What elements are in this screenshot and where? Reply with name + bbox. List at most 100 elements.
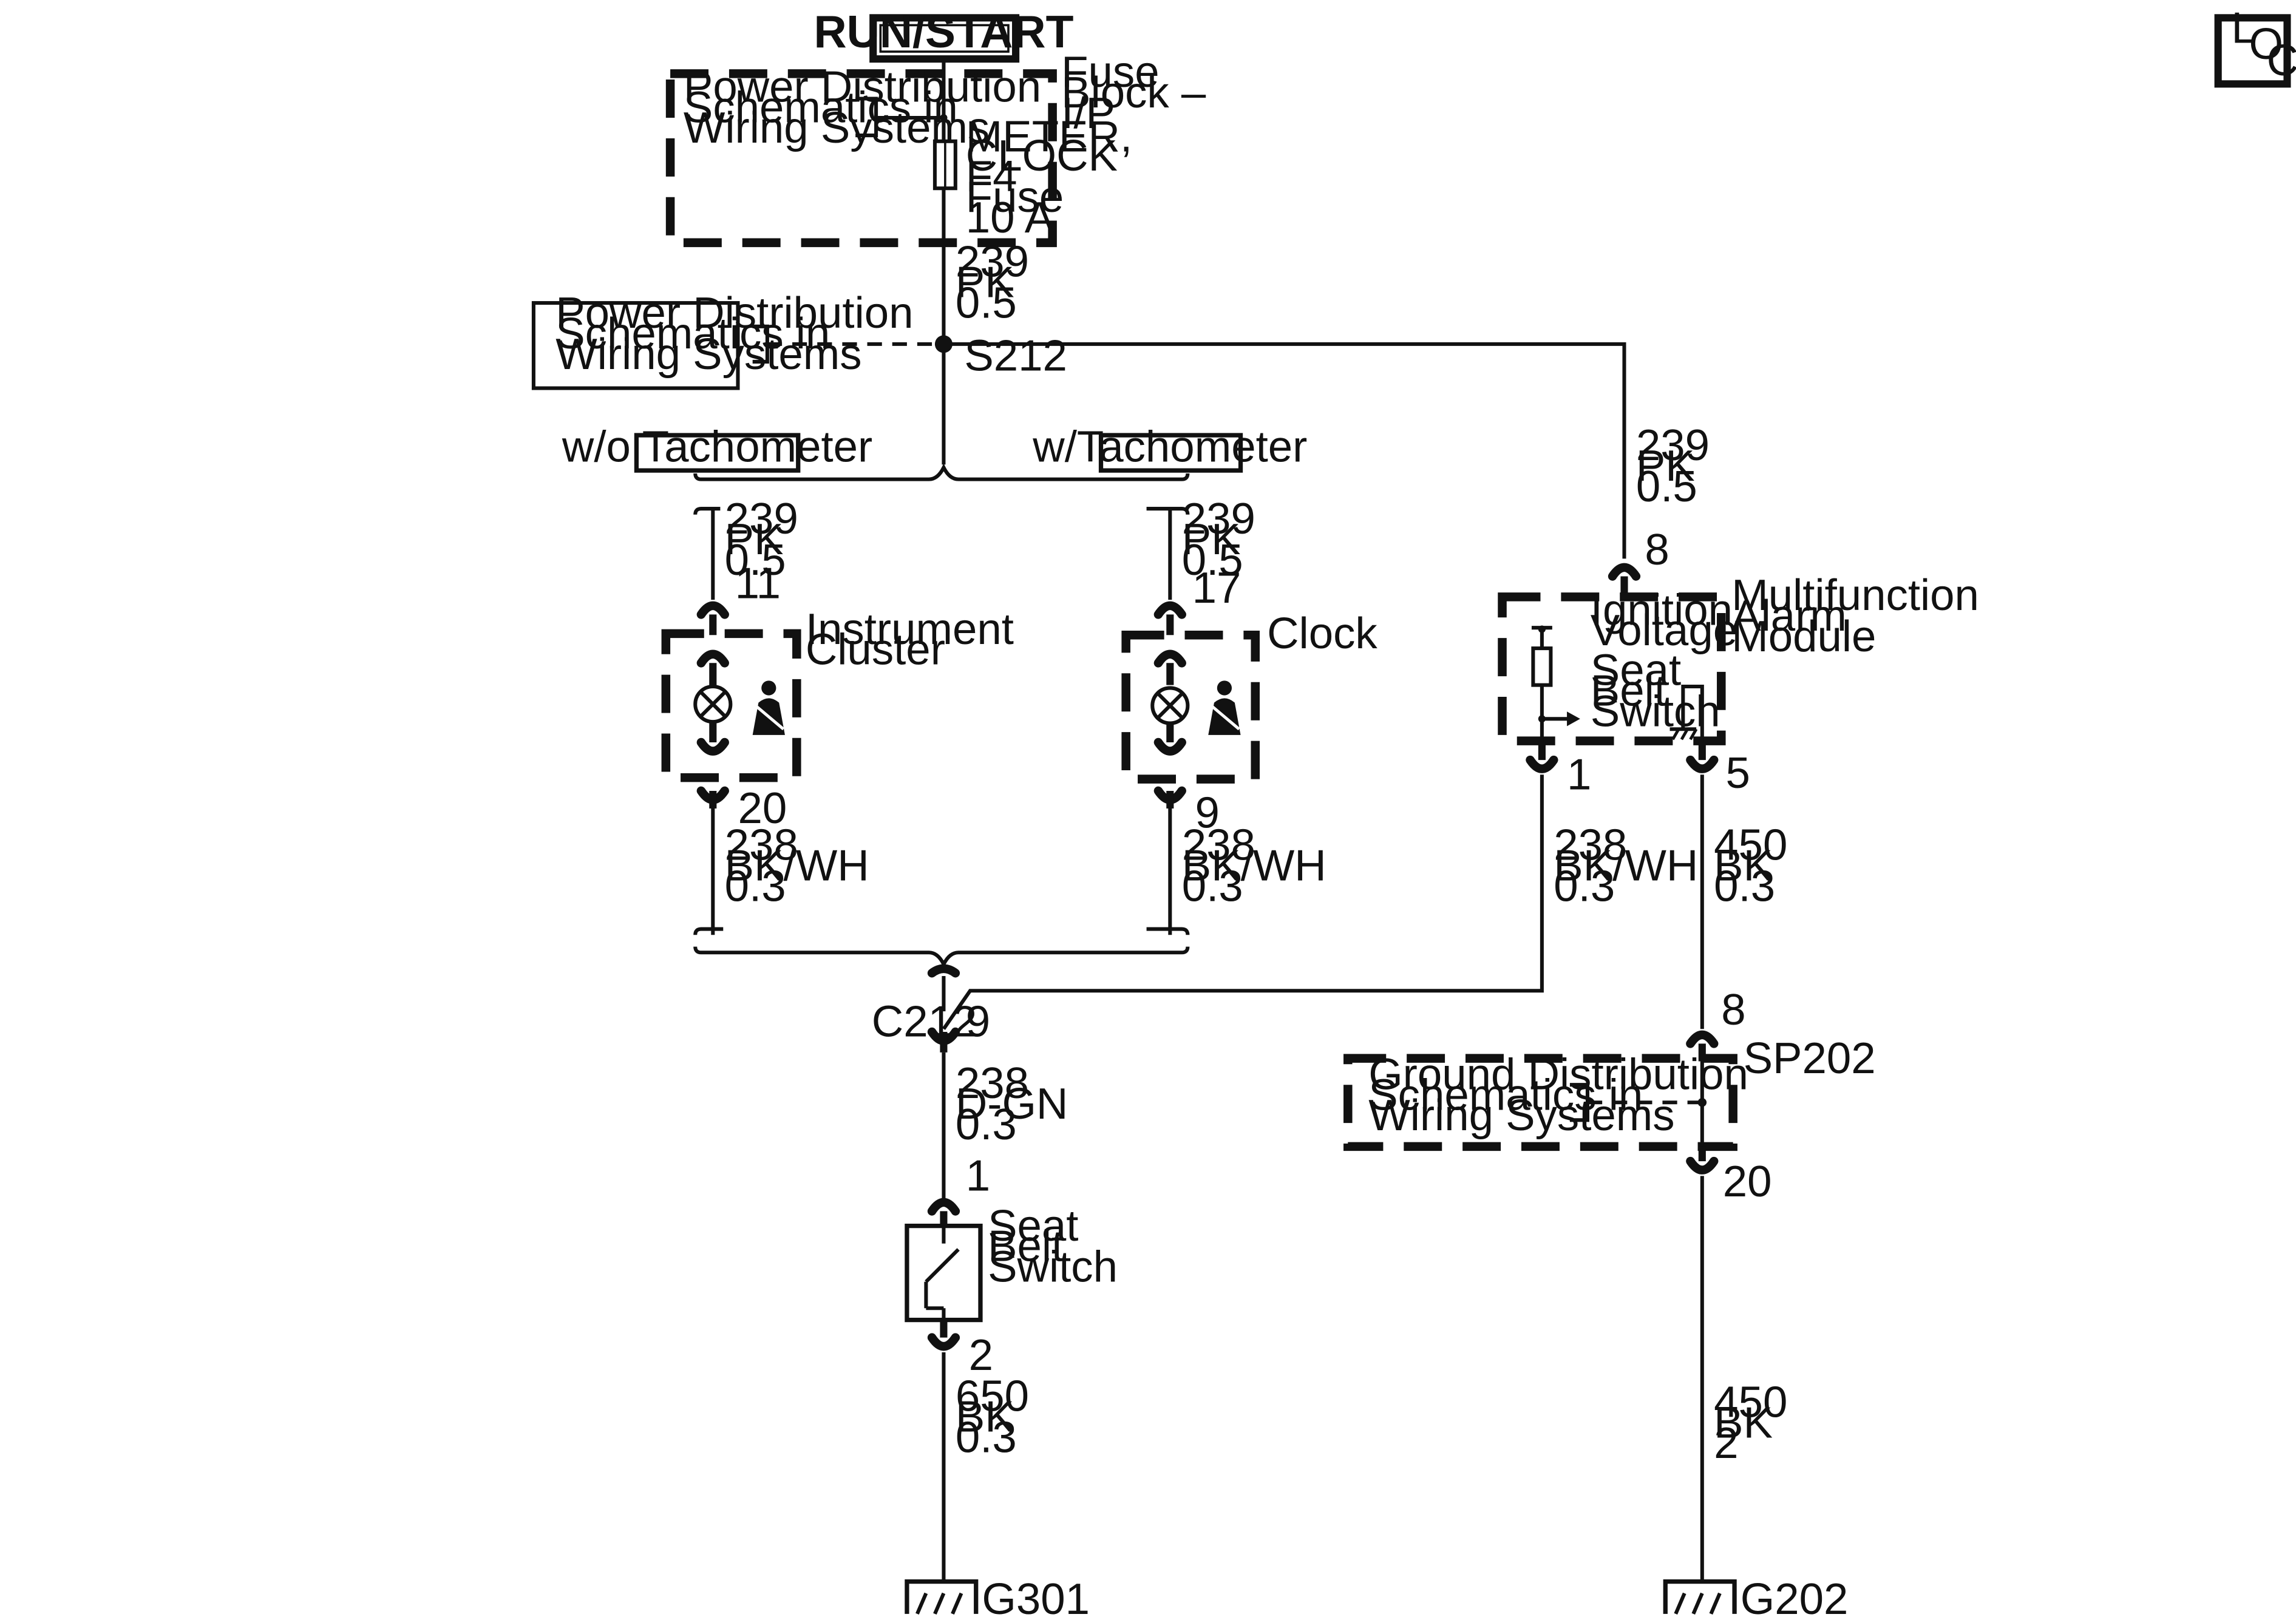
am-name-line-3: Module — [1731, 612, 1876, 661]
ic-boundary — [661, 629, 801, 782]
sp202-ref-line-1: Ground Distribution — [1368, 1049, 1748, 1099]
am-ignition-line-1: Ignition — [1591, 585, 1733, 634]
s212-ref-line-1: Power Distribution — [555, 288, 913, 337]
ground-g202-icon — [1663, 1579, 1737, 1615]
option-wo-tach-box — [634, 433, 801, 473]
am-wire-in-num: 239 — [1636, 421, 1710, 470]
s212-splice-dot — [934, 335, 953, 353]
fuse-block-name-line-2: Block – — [1061, 68, 1206, 117]
sp202-pin-bottom: 20 — [1723, 1157, 1772, 1206]
clock-pin-out: 9 — [1195, 788, 1219, 837]
sp202-ref-line-2: Schematics in — [1368, 1070, 1643, 1119]
option-w-tach-label: w/Tachometer — [1032, 422, 1307, 472]
am-name-line-2: Alarm — [1731, 591, 1847, 640]
ground-g301-icon — [905, 1579, 979, 1615]
run-start-label: RUN/START — [813, 6, 1074, 63]
sp202-wire-num: 450 — [1714, 1377, 1787, 1426]
am-wire-in-size: 0.5 — [1636, 462, 1697, 511]
clock-name: Clock — [1267, 609, 1377, 658]
alarm-module: 239 PK 0.5 8 Multifunction Alarm Module … — [1498, 421, 1979, 1029]
sp202-pin-top: 8 — [1721, 985, 1745, 1034]
g301-label: G301 — [982, 1575, 1090, 1617]
am-wire-sb-size: 0.3 — [1554, 862, 1615, 911]
am-wire-gnd-size: 0.3 — [1714, 862, 1775, 911]
clock-wire-in-color: PK — [1182, 515, 1241, 564]
ic-lamp-icon — [693, 685, 733, 724]
fuse-block: Power Distribution Schematics in Wiring … — [665, 47, 1206, 248]
fuse-block-ref-line-2: Schematics in — [684, 83, 958, 132]
sbs-wire-size: 0.3 — [956, 1413, 1017, 1462]
am-sb-line-3: Switch — [1591, 686, 1720, 736]
ic-wire-out-size: 0.3 — [725, 862, 786, 911]
am-wire-gnd-color: BK — [1714, 841, 1773, 890]
option-branch-upper: w/o Tachometer w/Tachometer — [562, 422, 1307, 515]
s212-name: S212 — [964, 331, 1067, 380]
c212-pin: 9 — [966, 997, 990, 1046]
ic-pin-out: 20 — [738, 784, 787, 833]
clock-module: 239 PK 0.5 17 Clock 9 238 BK/WH 0.3 — [1121, 494, 1377, 935]
am-name-line-1: Multifunction — [1731, 571, 1979, 620]
am-internal-ground-icon — [1669, 727, 1698, 741]
sbs-contact-icon — [925, 1248, 960, 1283]
clock-wire-in-size: 0.5 — [1182, 535, 1243, 585]
sbs-pin-top: 1 — [966, 1151, 990, 1201]
sbs-wire-color: BK — [956, 1392, 1014, 1442]
splice-pack-sp202: 8 SP202 Ground Distribution Schematics i… — [1343, 985, 1876, 1617]
sp202-ref-line-3: Wiring Systems — [1368, 1091, 1674, 1140]
s212-wire-num: 239 — [956, 237, 1029, 286]
clock-lamp-icon — [1150, 686, 1190, 725]
am-wire-in-color: PK — [1636, 441, 1695, 490]
clock-wire-out-size: 0.3 — [1182, 862, 1243, 911]
fuse-block-ref-line-1: Power Distribution — [684, 62, 1041, 111]
c212-name: C212 — [872, 997, 977, 1046]
instrument-cluster: 239 PK 0.5 11 Instrument Cluster 20 238 … — [661, 494, 1014, 935]
am-wire-sb-color: BK/WH — [1554, 841, 1698, 890]
am-input-arrow-icon — [1567, 711, 1580, 727]
fuse-label-line-5: 10 A — [966, 193, 1055, 242]
s212-ref-line-2: Schematics in — [555, 309, 830, 358]
connector-c212: C212 9 238 D-GN 0.3 — [872, 775, 1544, 1205]
sp202-boundary — [1343, 1054, 1737, 1151]
am-boundary — [1498, 592, 1726, 745]
clock-boundary — [1121, 631, 1260, 784]
sp202-wire-color: BK — [1714, 1398, 1773, 1447]
ic-wire-out-num: 238 — [725, 821, 798, 870]
ic-wire-in-num: 239 — [725, 494, 798, 543]
sbs-name-line-3: Switch — [988, 1242, 1118, 1292]
c212-wire-size: 0.3 — [956, 1100, 1017, 1149]
s212-wire-size: 0.5 — [956, 278, 1017, 327]
s212-reference-box — [531, 301, 740, 390]
ic-wire-out-color: BK/WH — [725, 841, 869, 890]
c212-wire-color: D-GN — [956, 1079, 1068, 1128]
am-wire-sb-num: 238 — [1554, 821, 1627, 870]
sbs-wire-num: 650 — [956, 1372, 1029, 1421]
sbs-pin-bottom: 2 — [969, 1331, 993, 1380]
option-branch-lower — [693, 927, 1190, 969]
loc-letter-l: L — [2231, 4, 2255, 53]
loc-badge: L O C — [2214, 4, 2296, 88]
fuse-label-line-4: Fuse — [966, 172, 1064, 222]
sp202-wire-size: 2 — [1714, 1419, 1738, 1468]
option-wo-tach-label: w/o Tachometer — [562, 422, 872, 472]
am-pullup-resistor — [1531, 646, 1553, 687]
ic-wire-in-size: 0.5 — [725, 535, 786, 585]
ic-wire-in-color: PK — [725, 515, 784, 564]
fuse-label-line-1: METER, — [966, 112, 1132, 161]
sp202-name: SP202 — [1744, 1034, 1876, 1083]
fuse-label-line-2: CLOCK — [966, 131, 1118, 180]
clock-seatbelt-icon — [1208, 680, 1241, 735]
s212-ref-line-3: Wiring Systems — [555, 330, 861, 379]
am-sb-line-1: Seat — [1591, 646, 1681, 695]
am-pin-gnd: 5 — [1726, 748, 1750, 798]
am-pin-sb: 1 — [1567, 750, 1591, 799]
ic-seatbelt-icon — [752, 680, 785, 735]
ic-pin-in: 11 — [735, 559, 781, 608]
am-sb-line-2: Belt — [1591, 666, 1666, 716]
clock-pin-in: 17 — [1192, 563, 1241, 612]
option-w-tach-box — [1098, 433, 1243, 473]
fuse-block-name-line-3: I/P — [1061, 89, 1115, 138]
run-start-text: RUN/START — [813, 6, 1073, 57]
seat-belt-switch: 1 Seat Belt Switch 2 650 BK 0.3 G301 — [905, 1151, 1118, 1617]
loc-letter-c: C — [2267, 36, 2296, 85]
